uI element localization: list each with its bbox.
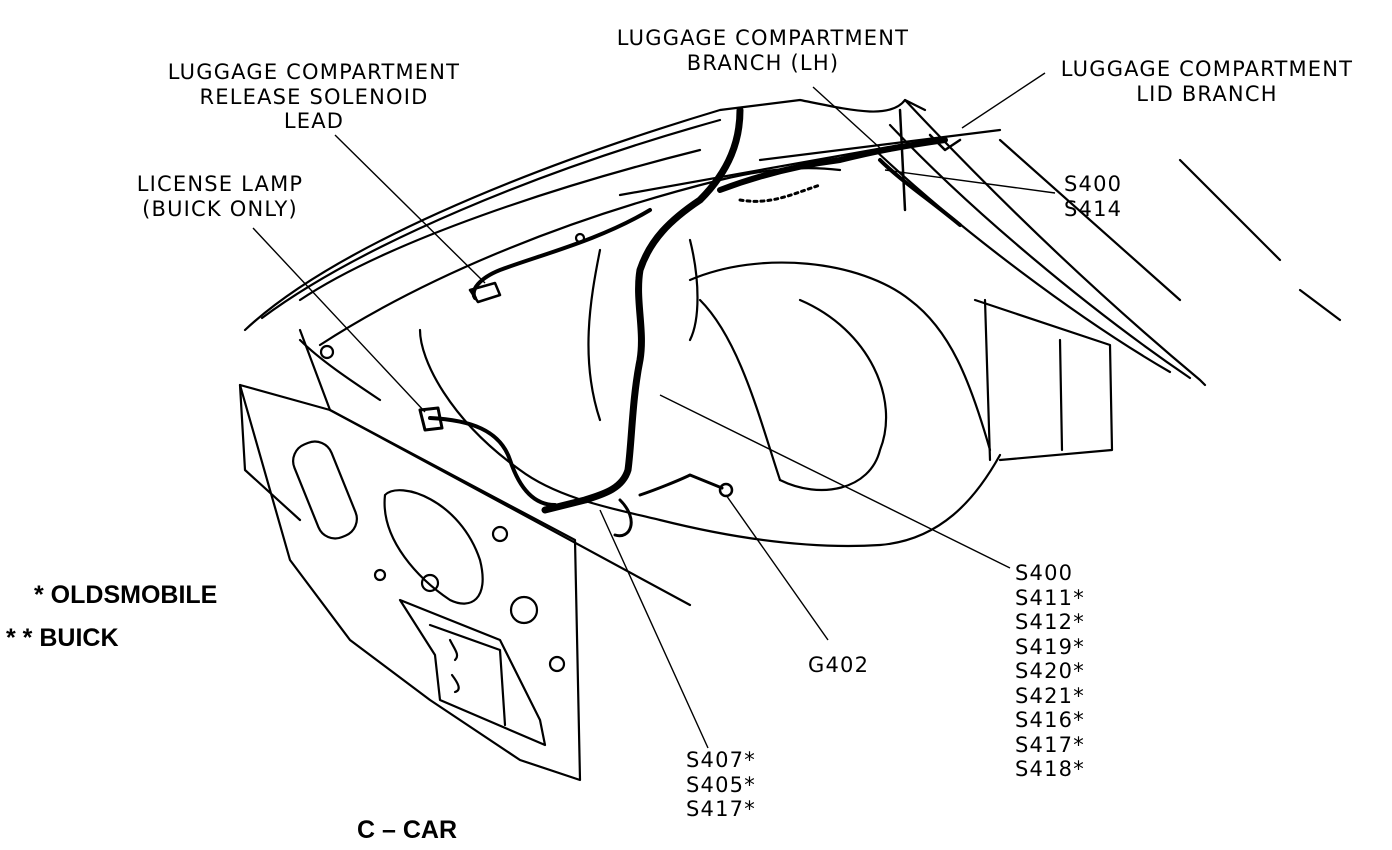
harness-branch-lh <box>717 137 948 193</box>
trunk-lid <box>903 98 1207 387</box>
leader-splice-right <box>659 394 1011 569</box>
leader-lid-branch <box>961 72 1046 129</box>
quarter-panel <box>973 298 1114 462</box>
leader-license-lamp <box>252 227 426 413</box>
leader-release-solenoid <box>334 134 486 284</box>
harness-main <box>541 106 744 514</box>
label-splice-right: S400 S411* S412* S419* S420* S421* S416*… <box>1015 561 1085 781</box>
license-lamp-lead <box>428 416 557 507</box>
label-splice-top: S400 S414 <box>1064 172 1123 221</box>
legend-oldsmobile: * OLDSMOBILE <box>34 581 218 609</box>
harness-lid-branch <box>878 158 962 227</box>
label-release-solenoid: LUGGAGE COMPARTMENT RELEASE SOLENOID LEA… <box>167 60 461 133</box>
leader-splice-bottom <box>599 509 709 749</box>
car-label: C – CAR <box>357 816 458 844</box>
label-lid-branch: LUGGAGE COMPARTMENT LID BRANCH <box>1060 57 1354 106</box>
ground-lead <box>638 473 724 497</box>
label-splice-bottom: S407* S405* S417* <box>686 748 756 821</box>
legend-buick: * * BUICK <box>6 624 119 652</box>
label-license-lamp: LICENSE LAMP (BUICK ONLY) <box>136 172 304 221</box>
tail-lamp-opening <box>292 440 358 540</box>
trunk-tub <box>418 328 1002 548</box>
fastener <box>420 573 440 593</box>
leader-splice-top <box>884 169 1056 194</box>
leader-ground <box>725 494 829 641</box>
label-branch-lh: LUGGAGE COMPARTMENT BRANCH (LH) <box>616 26 910 75</box>
label-ground: G402 <box>808 653 870 677</box>
license-pocket <box>398 598 547 747</box>
solenoid-lead <box>471 208 652 300</box>
leader-branch-lh <box>812 86 881 149</box>
trunk-opening-outline <box>243 98 927 332</box>
rear-body-panel <box>238 383 582 782</box>
